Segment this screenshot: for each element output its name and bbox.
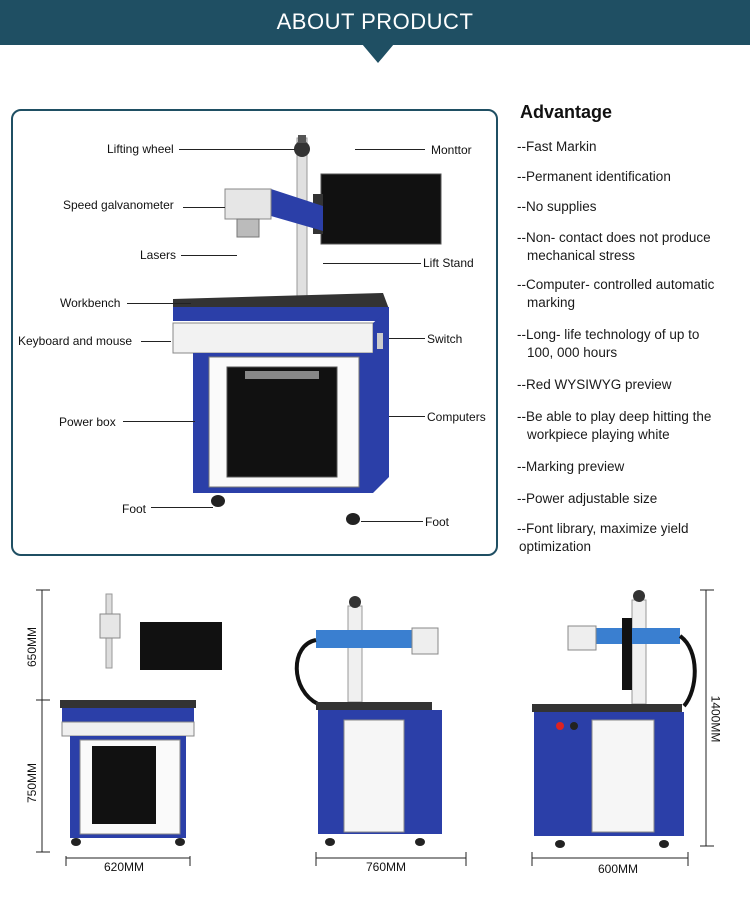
advantage-item: --Marking preview [517, 459, 625, 474]
leader-line [389, 416, 425, 417]
callout-foot-right: Foot [425, 515, 450, 529]
callout-computers: Computers [427, 410, 486, 424]
callout-foot-left: Foot [122, 502, 147, 516]
leader-line [323, 263, 421, 264]
callout-lasers: Lasers [140, 248, 177, 262]
callout-keyboard-mouse: Keyboard and mouse [18, 334, 133, 348]
dim-middle-width: 760MM [366, 860, 407, 874]
callout-workbench: Workbench [60, 296, 121, 310]
left-machine-view [36, 589, 222, 866]
leader-line [151, 507, 213, 508]
middle-machine-view [294, 596, 467, 866]
leader-line [123, 421, 195, 422]
advantage-item: --Power adjustable size [517, 491, 658, 506]
dim-left-width: 620MM [104, 860, 145, 874]
advantage-item: --Fast Markin [517, 139, 597, 154]
dimension-drawings [36, 589, 714, 866]
advantage-item: --Permanent identification [517, 169, 671, 184]
right-machine-view [531, 589, 714, 866]
machine-illustration [172, 135, 442, 525]
page-title: ABOUT PRODUCT [276, 9, 474, 34]
header-banner: ABOUT PRODUCT [0, 0, 750, 45]
advantage-item: --No supplies [517, 199, 597, 214]
machine-figure-panel: Lifting wheel Speed galvanometer Lasers … [11, 109, 498, 556]
callout-lift-stand: Lift Stand [423, 256, 474, 270]
callout-monitor: Monttor [431, 143, 472, 157]
leader-line [127, 303, 191, 304]
callout-lifting-wheel: Lifting wheel [107, 142, 174, 156]
leader-line [355, 149, 425, 150]
leader-line [179, 149, 295, 150]
dim-right-width: 600MM [598, 862, 639, 876]
leader-line [183, 207, 225, 208]
dim-left-lower-height: 750MM [25, 762, 40, 804]
callout-switch: Switch [427, 332, 463, 346]
dim-right-height: 1400MM [708, 695, 723, 743]
leader-line [361, 521, 423, 522]
advantage-item: --Red WYSIWYG preview [517, 377, 672, 392]
leader-line [181, 255, 237, 256]
leader-line [389, 338, 425, 339]
callout-speed-galvanometer: Speed galvanometer [63, 198, 174, 212]
advantage-title: Advantage [520, 102, 613, 122]
banner-notch [362, 44, 394, 63]
callout-power-box: Power box [59, 415, 116, 429]
dim-left-upper-height: 650MM [25, 626, 40, 668]
leader-line [141, 341, 171, 342]
